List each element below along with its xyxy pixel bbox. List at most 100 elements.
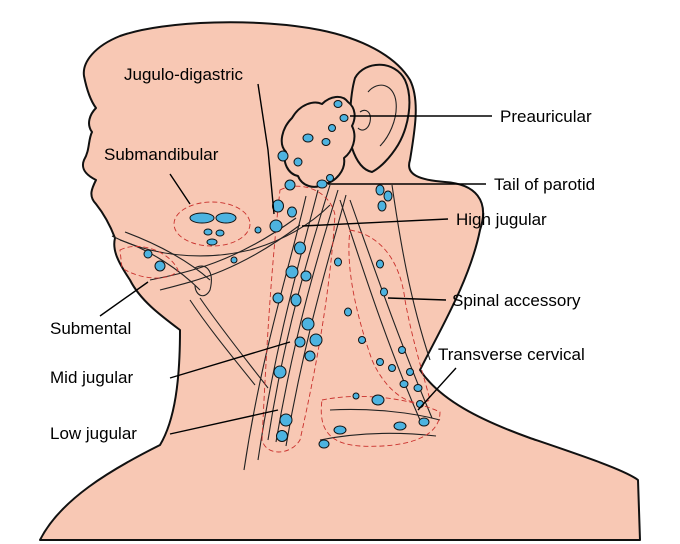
label-jugulo-digastric: Jugulo-digastric (124, 65, 244, 84)
trapezius-edge (391, 184, 431, 361)
lymph-node (333, 100, 343, 108)
lymph-node (413, 384, 423, 392)
lymph-node (375, 184, 385, 196)
lymph-node (300, 270, 312, 282)
strap-muscle-2 (199, 297, 269, 389)
lymph-node (143, 249, 153, 259)
lymph-node (371, 394, 385, 406)
ear-canal (357, 109, 371, 131)
lymph-node (230, 256, 238, 264)
lymph-node (206, 238, 218, 246)
lymph-node (285, 265, 299, 279)
lymph-node (326, 174, 334, 182)
lymph-node (416, 400, 424, 408)
lymph-node (302, 133, 314, 143)
facial-vessel-1 (159, 224, 301, 291)
lymph-node (388, 364, 396, 372)
lymph-node (418, 417, 430, 427)
region-boundaries (119, 185, 441, 453)
lymph-node (304, 350, 316, 362)
transverse-vessel-2 (319, 432, 437, 441)
lymph-node (272, 292, 284, 304)
label-low-jugular: Low jugular (50, 424, 137, 443)
ear-inner-fold (367, 84, 397, 147)
lymph-node (189, 212, 215, 224)
lymph-node (290, 293, 302, 307)
leader-spinal-accessory (387, 297, 447, 301)
jugular-chain-region (261, 185, 336, 453)
leader-submental (99, 281, 149, 317)
leader-transverse-cervical (417, 367, 457, 411)
lymph-node (276, 430, 288, 442)
lymph-node (376, 259, 384, 269)
hyoid-strand-1 (119, 239, 201, 291)
lymph-node (287, 206, 297, 218)
lymph-node (154, 260, 166, 272)
head-neck-silhouette (39, 21, 641, 541)
scm-strand-2 (275, 189, 339, 443)
strap-muscle-1 (189, 299, 256, 386)
lymph-node (293, 157, 303, 167)
lymph-node (399, 380, 409, 388)
lymph-node (406, 368, 414, 376)
supraclavicular-region (320, 395, 441, 447)
labels: Jugulo-digastric Submandibular Preauricu… (50, 65, 595, 443)
leader-low-jugular (169, 409, 279, 435)
lymph-node (339, 114, 349, 122)
jugular-vein-2 (243, 195, 307, 471)
lymph-node (398, 346, 406, 354)
label-preauricular: Preauricular (500, 107, 592, 126)
leader-lines (99, 83, 492, 435)
label-spinal-accessory: Spinal accessory (452, 291, 581, 310)
lymph-node (215, 212, 237, 224)
lymph-nodes (143, 100, 430, 449)
lymph-node (333, 425, 347, 435)
hyoid-strand-2 (124, 231, 211, 281)
lymph-node (377, 200, 387, 212)
lymph-node (203, 228, 213, 236)
lymph-node (294, 241, 306, 255)
lymph-node (309, 333, 323, 347)
leader-submandibular (169, 173, 191, 205)
lymph-node (273, 365, 287, 379)
skin-outline (39, 21, 641, 541)
jugular-vein-1 (257, 189, 319, 461)
leader-high-jugular (301, 218, 449, 227)
label-high-jugular: High jugular (456, 210, 547, 229)
leader-jugulo-digastric (257, 83, 275, 215)
label-tail-of-parotid: Tail of parotid (494, 175, 595, 194)
lymph-node (380, 287, 388, 297)
lymph-node (301, 317, 315, 331)
lymph-node (383, 190, 393, 202)
lymph-node (284, 179, 296, 191)
lymph-node (318, 439, 330, 449)
lymph-node (334, 257, 342, 267)
lymph-node (279, 413, 293, 427)
scm-strand-3 (285, 194, 347, 447)
lymph-node (358, 336, 366, 344)
lymph-node (215, 229, 225, 237)
lymph-node (254, 226, 262, 234)
lymph-node (321, 138, 331, 146)
jaw-line (111, 204, 331, 257)
transverse-vessel-1 (329, 408, 441, 421)
lymph-node (294, 336, 306, 348)
lymph-node (352, 392, 360, 400)
lymph-node (272, 199, 284, 213)
lymph-node (277, 150, 289, 162)
leader-mid-jugular (169, 341, 291, 379)
lymph-node (376, 358, 384, 366)
label-submental: Submental (50, 319, 131, 338)
label-transverse-cervical: Transverse cervical (438, 345, 585, 364)
lymph-node (269, 219, 283, 233)
lymph-node (393, 421, 407, 431)
digastric-loop (194, 265, 212, 297)
lymph-node (344, 307, 352, 317)
submandibular-region (173, 201, 251, 247)
label-mid-jugular: Mid jugular (50, 368, 133, 387)
label-submandibular: Submandibular (104, 145, 219, 164)
lymph-node (328, 124, 336, 132)
submental-region (119, 245, 179, 279)
lymph-node (316, 179, 328, 189)
